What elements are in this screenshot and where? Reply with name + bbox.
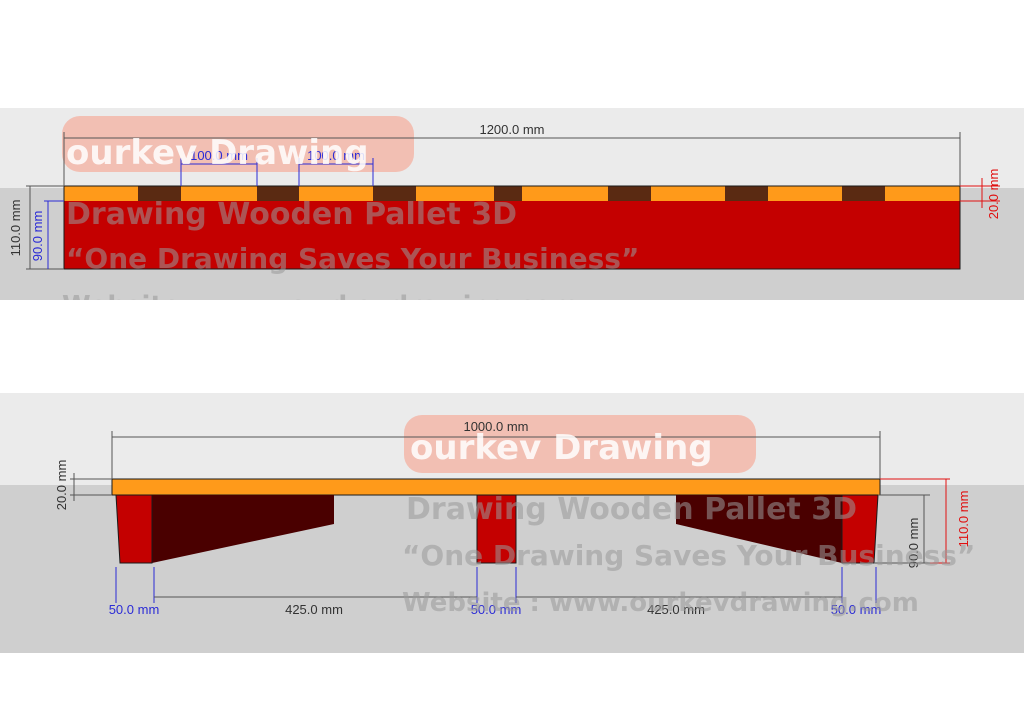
dim-total-height (880, 478, 950, 564)
dim-total-height-label: 110.0 mm (8, 200, 23, 257)
dim-deck-thickness (70, 473, 112, 501)
block-left-side (152, 495, 334, 563)
dim-overall-length-label: 1200.0 mm (479, 122, 544, 137)
dim-stringer-height-label: 90.0 mm (30, 211, 45, 262)
watermark-website: Website : www.ourkevdrawing.com (62, 291, 579, 300)
dim-stringer-height (44, 200, 64, 269)
deck-board (64, 186, 138, 201)
dim-bottom-extensions (115, 567, 877, 603)
dim-deck-thickness (960, 178, 1000, 208)
pallet-side-view-1200: 1200.0 mm 100.0 mm 100.0 mm 110.0 mm 90.… (0, 108, 1024, 321)
dim-block-height-label: 90.0 mm (906, 518, 921, 569)
dim-block-left-label: 50.0 mm (109, 602, 160, 617)
watermark-title: Drawing Wooden Pallet 3D (406, 492, 857, 527)
dim-span-right-label: 425.0 mm (647, 602, 705, 617)
stringer-body (64, 201, 960, 269)
deck-board (651, 186, 725, 201)
watermark-logo-text: ourkev Drawing (410, 428, 713, 468)
dim-span-left-label: 425.0 mm (285, 602, 343, 617)
deck-gap-strip (64, 186, 960, 201)
pallet-side-view-1200-drawing: 1200.0 mm 100.0 mm 100.0 mm 110.0 mm 90.… (0, 108, 1024, 321)
watermark-slogan: “One Drawing Saves Your Business” (402, 539, 975, 572)
deck-board (885, 186, 960, 201)
deck-board (416, 186, 494, 201)
watermark-logo-pill (62, 116, 414, 172)
dim-block-height (874, 494, 930, 564)
dim-board-spacing-2-label: 100.0 mm (307, 148, 365, 163)
pallet-outline (63, 185, 961, 270)
block-right-side (676, 495, 842, 563)
dim-deck-thickness-label: 20.0 mm (986, 169, 1001, 220)
dim-total-height-label: 110.0 mm (956, 491, 971, 548)
dim-total-height (26, 185, 64, 270)
dim-overall-length-label: 1000.0 mm (463, 419, 528, 434)
dim-overall-length (111, 431, 881, 479)
deck-board (181, 186, 257, 201)
deck-board (768, 186, 842, 201)
deck-boards (64, 186, 960, 201)
dim-board-spacing-1-label: 100.0 mm (190, 148, 248, 163)
deck-board (522, 186, 608, 201)
dim-deck-thickness-label: 20.0 mm (54, 460, 69, 511)
pallet-side-view-1000: 1000.0 mm 20.0 mm 90.0 mm 110.0 mm (0, 393, 1024, 653)
watermark-title: Drawing Wooden Pallet 3D (66, 197, 517, 232)
block-left-front (115, 494, 153, 564)
watermark-logo-pill (404, 415, 756, 473)
watermark-logo-text: ourkev Drawing (66, 133, 369, 173)
watermark-website: Website : www.ourkevdrawing.com (402, 588, 919, 618)
dim-board-spacing (180, 158, 374, 186)
block-center-front (476, 494, 517, 564)
dim-block-center-label: 50.0 mm (471, 602, 522, 617)
dim-block-right-label: 50.0 mm (831, 602, 882, 617)
pallet-side-view-1000-drawing: 1000.0 mm 20.0 mm 90.0 mm 110.0 mm (0, 393, 1024, 653)
deck-board (299, 186, 373, 201)
watermark-slogan: “One Drawing Saves Your Business” (66, 242, 639, 275)
dim-overall-length (63, 132, 961, 186)
